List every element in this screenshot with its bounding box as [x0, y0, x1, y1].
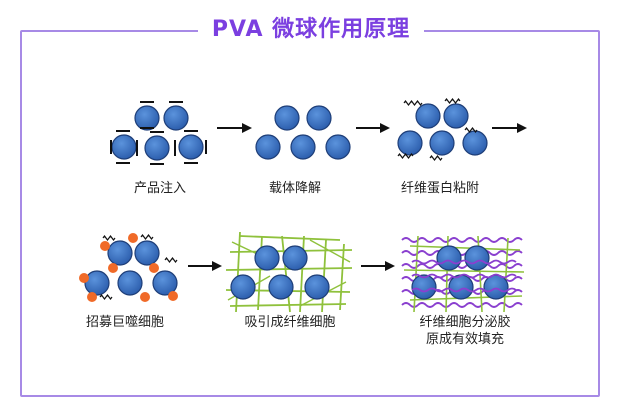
fibroblast-strand: [229, 303, 347, 307]
microsphere: [134, 105, 160, 131]
microsphere: [306, 105, 332, 131]
microsphere: [178, 134, 204, 160]
fibrin-strand: [164, 257, 178, 263]
macrophage-cell: [168, 291, 178, 301]
microsphere: [290, 134, 316, 160]
microsphere: [144, 135, 170, 161]
process-arrow-head: [380, 123, 390, 133]
microsphere: [325, 134, 351, 160]
step-5-label: 吸引成纤维细胞: [244, 315, 336, 330]
macrophage-cell: [149, 263, 159, 273]
macrophage-cell: [128, 233, 138, 243]
fibrin-strand: [429, 155, 443, 161]
step-1-label: 产品注入: [133, 181, 186, 196]
microsphere: [255, 134, 281, 160]
macrophage-cell: [79, 273, 89, 283]
macrophage-cell: [100, 241, 110, 251]
microsphere: [230, 274, 256, 300]
microsphere: [117, 270, 143, 296]
step-6-label-line1: 纤维细胞分泌胶: [419, 315, 511, 330]
process-arrow-head: [242, 123, 252, 133]
fibrin-strand: [397, 153, 414, 159]
microsphere: [134, 240, 160, 266]
microsphere: [411, 274, 437, 300]
macrophage-cell: [108, 263, 118, 273]
microsphere: [415, 103, 441, 129]
microsphere: [462, 130, 488, 156]
microsphere: [84, 270, 110, 296]
collagen-fiber: [401, 237, 523, 243]
microsphere: [254, 245, 280, 271]
step-6-label-line2: 原成有效填充: [425, 332, 504, 347]
macrophage-cell: [140, 292, 150, 302]
microsphere: [443, 103, 469, 129]
collagen-fiber: [411, 273, 517, 279]
microsphere: [152, 270, 178, 296]
fibroblast-strand: [503, 237, 509, 313]
microsphere: [304, 274, 330, 300]
collagen-fiber: [401, 263, 523, 269]
fibroblast-strand: [339, 243, 345, 311]
process-arrow-head: [517, 123, 527, 133]
fibroblast-strand: [309, 239, 351, 263]
microsphere: [436, 245, 462, 271]
microsphere: [464, 245, 490, 271]
diagram-title: PVA 微球作用原理: [197, 14, 425, 46]
fibrin-strand: [102, 235, 116, 241]
step-6-label: 纤维细胞分泌胶 原成有效填充: [395, 314, 535, 348]
fibrin-strand: [99, 294, 113, 300]
collagen-fiber: [411, 259, 517, 265]
microsphere: [163, 105, 189, 131]
process-arrow-head: [385, 261, 395, 271]
title-wrap: PVA 微球作用原理: [0, 14, 622, 46]
collagen-fiber: [401, 250, 523, 256]
microsphere: [111, 134, 137, 160]
microsphere: [397, 130, 423, 156]
fibroblast-strand: [403, 269, 525, 273]
microsphere: [268, 274, 294, 300]
collagen-fiber: [411, 287, 517, 293]
process-arrow-head: [212, 261, 222, 271]
fibrin-strand: [403, 100, 423, 106]
fibroblast-strand: [239, 235, 341, 241]
microsphere: [448, 274, 474, 300]
collagen-fiber: [401, 302, 523, 308]
microsphere: [429, 130, 455, 156]
fibroblast-strand: [281, 235, 291, 313]
step-4-label: 招募巨噬细胞: [85, 315, 164, 330]
fibroblast-strand: [321, 239, 327, 313]
microsphere: [483, 274, 509, 300]
microsphere: [107, 240, 133, 266]
microsphere: [274, 105, 300, 131]
fibrin-strand: [464, 127, 478, 133]
fibroblast-strand: [409, 245, 521, 251]
step-2-label: 载体降解: [268, 181, 321, 196]
fibrin-strand: [140, 234, 154, 240]
microsphere: [282, 245, 308, 271]
fibrin-strand: [444, 98, 461, 104]
macrophage-cell: [87, 292, 97, 302]
step-3-label: 纤维蛋白粘附: [400, 181, 479, 196]
